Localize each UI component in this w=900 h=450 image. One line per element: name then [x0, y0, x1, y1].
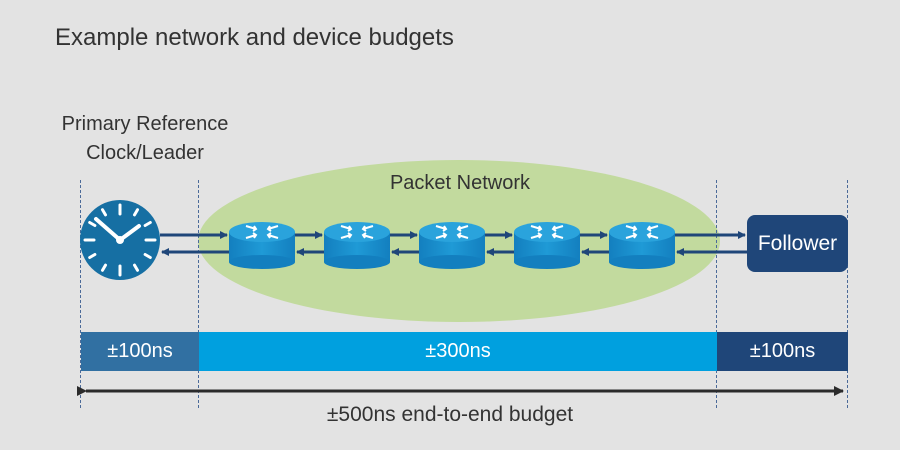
follower-box: Follower [747, 215, 848, 272]
leader-label-line1: Primary Reference [61, 113, 229, 135]
page-title: Example network and device budgets [55, 24, 454, 51]
budget-bar-follower: ±100ns [717, 332, 848, 371]
router-icon [229, 222, 295, 269]
boundary-line [716, 180, 717, 408]
router-icon [514, 222, 580, 269]
boundary-line [198, 180, 199, 408]
budget-bar-network: ±300ns [199, 332, 717, 371]
router-icon [324, 222, 390, 269]
boundary-line [847, 180, 848, 408]
link-arrows [160, 231, 747, 256]
routers [229, 222, 675, 269]
router-icon [609, 222, 675, 269]
budget-bar-leader: ±100ns [81, 332, 199, 371]
leader-label: Primary Reference Clock/Leader [40, 110, 250, 168]
clock-icon [80, 200, 160, 280]
router-icon [419, 222, 485, 269]
end-to-end-budget-label: ±500ns end-to-end budget [326, 403, 574, 426]
packet-network-label: Packet Network [389, 172, 531, 194]
boundary-line [80, 180, 81, 408]
leader-label-line2: Clock/Leader [86, 142, 204, 164]
